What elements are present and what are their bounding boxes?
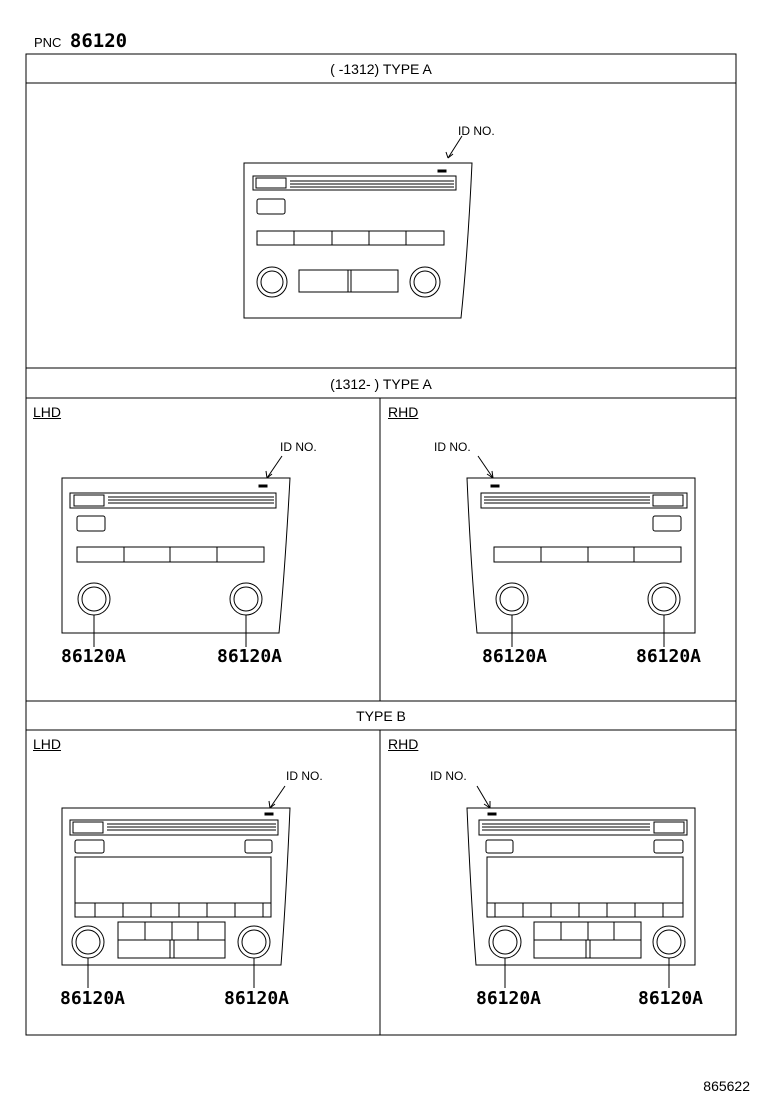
section-title-type-a-late: (1312- ) TYPE A <box>330 376 432 392</box>
part-number: 86120A <box>60 988 126 1009</box>
radio-unit-type-a-early <box>243 135 473 319</box>
rhd-label: RHD <box>388 736 419 752</box>
id-no-label: ID NO. <box>434 440 471 454</box>
radio-unit-type-b-rhd <box>466 785 696 988</box>
radio-unit-type-a-late-rhd <box>466 455 696 647</box>
radio-unit-type-a-late-lhd <box>61 455 291 647</box>
part-number: 86120A <box>224 988 290 1009</box>
part-number: 86120A <box>638 988 704 1009</box>
part-number: 86120A <box>482 646 548 667</box>
part-number: 86120A <box>476 988 542 1009</box>
outer-frame <box>25 53 737 1036</box>
section-title-type-b: TYPE B <box>356 708 406 724</box>
lhd-label: LHD <box>33 736 62 752</box>
pnc-number: 86120 <box>69 30 128 52</box>
pnc-header: PNC 86120 <box>34 30 127 52</box>
illustration-code: 865622 <box>703 1078 750 1094</box>
rhd-label: RHD <box>388 404 419 420</box>
part-number: 86120A <box>217 646 283 667</box>
id-no-label: ID NO. <box>458 124 495 138</box>
part-number: 86120A <box>61 646 127 667</box>
part-number: 86120A <box>636 646 702 667</box>
id-no-label: ID NO. <box>430 769 467 783</box>
radio-unit-type-b-lhd <box>61 785 291 988</box>
pnc-label: PNC <box>34 35 62 50</box>
id-no-label: ID NO. <box>280 440 317 454</box>
section-title-type-a-early: ( -1312) TYPE A <box>330 61 432 77</box>
lhd-label: LHD <box>33 404 62 420</box>
id-no-label: ID NO. <box>286 769 323 783</box>
